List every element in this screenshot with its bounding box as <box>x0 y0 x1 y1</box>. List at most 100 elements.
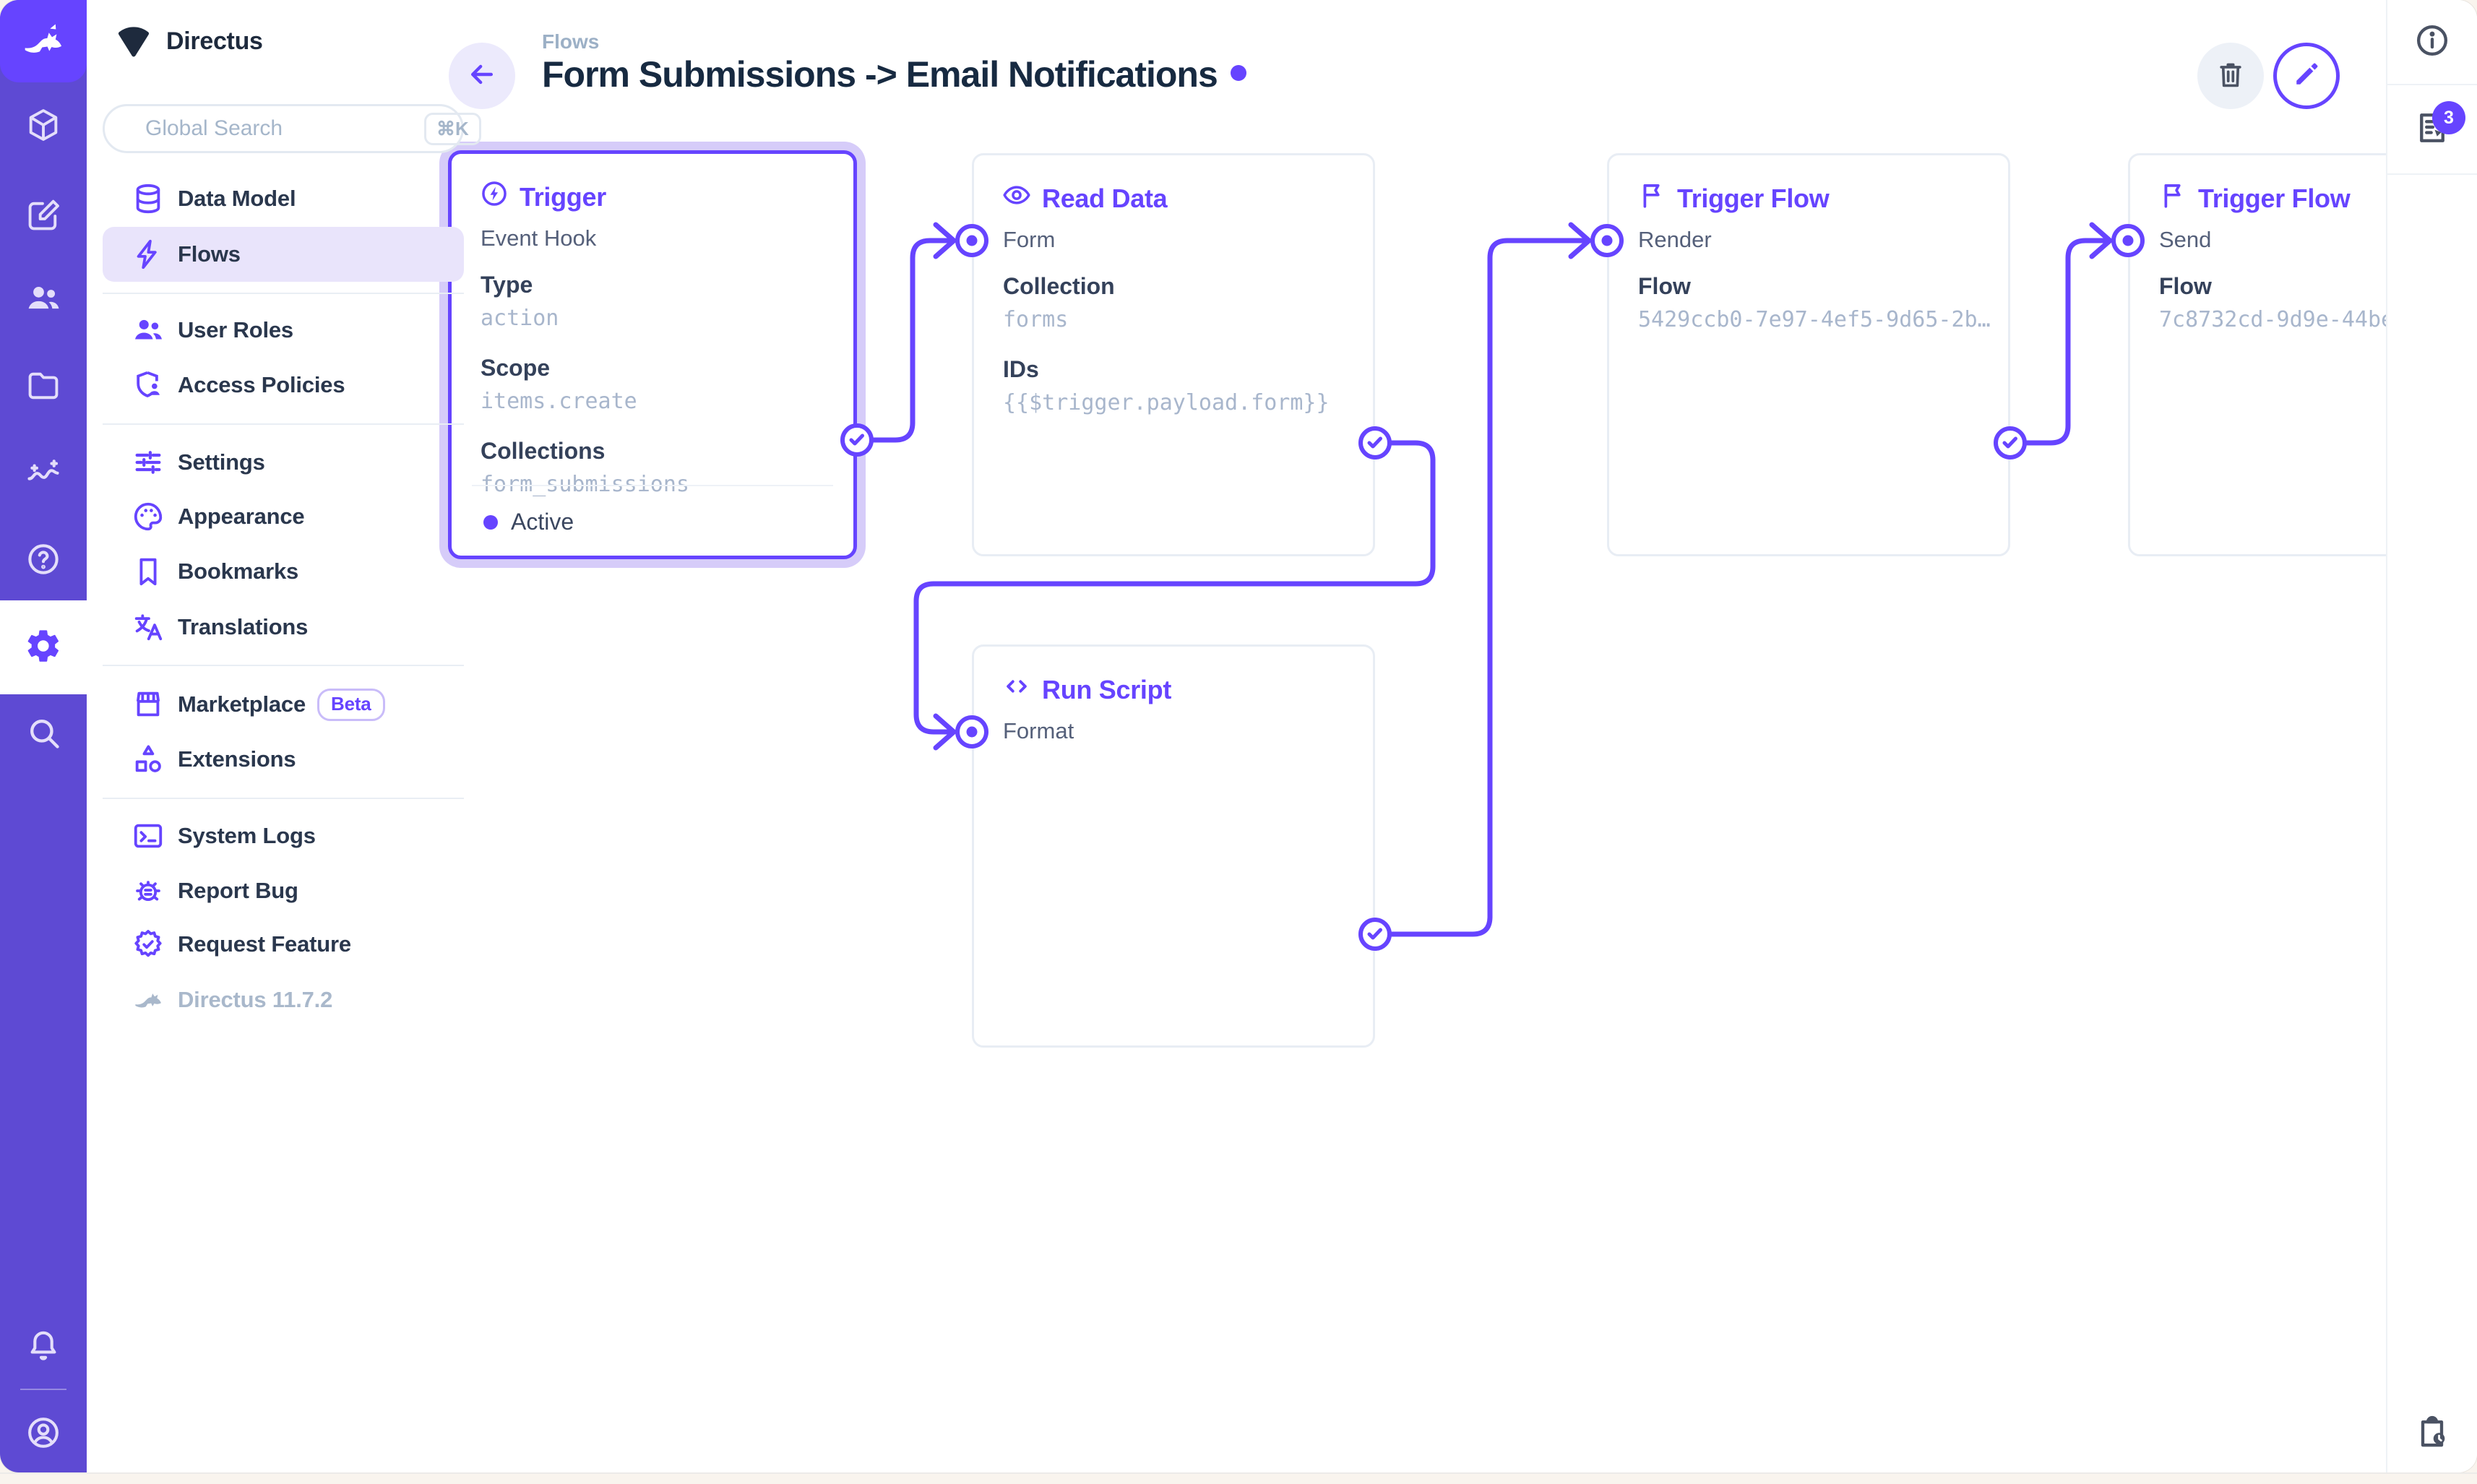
panel-trigger-title: Trigger <box>479 178 606 215</box>
logs-button[interactable]: 3 <box>2387 85 2477 173</box>
breadcrumb[interactable]: Flows <box>542 30 600 53</box>
sidebar-item-data-model[interactable]: Data Model <box>103 171 464 226</box>
user-avatar[interactable] <box>0 1391 87 1472</box>
sidebar-item-bookmarks[interactable]: Bookmarks <box>103 544 464 599</box>
terminal-icon <box>132 819 165 853</box>
account-circle-icon <box>25 1414 62 1455</box>
bolt-circle-icon <box>479 178 509 215</box>
navigation-sidebar: Directus ⌘K Data Model Flows User Roles <box>87 0 481 1472</box>
sidebar-item-access-policies[interactable]: Access Policies <box>103 358 464 413</box>
gear-icon <box>25 627 62 668</box>
module-editor[interactable] <box>0 173 87 260</box>
pending-revisions-button[interactable] <box>2387 1410 2477 1457</box>
operation-key: Format <box>1003 718 1074 743</box>
panel-trigger[interactable]: Trigger Event Hook Type action Scope ite… <box>448 150 857 559</box>
search-shortcut: ⌘K <box>424 112 481 145</box>
directus-rabbit-icon <box>132 983 165 1017</box>
people-icon <box>132 314 165 347</box>
shield-user-icon <box>132 368 165 402</box>
sidebar-item-user-roles[interactable]: User Roles <box>103 303 464 358</box>
module-users[interactable] <box>0 256 87 343</box>
pencil-icon <box>2291 59 2322 94</box>
version-row: Directus 11.7.2 <box>103 972 464 1027</box>
people-icon <box>25 280 62 321</box>
sidebar-item-report-bug[interactable]: Report Bug <box>103 863 464 918</box>
divider <box>472 485 833 486</box>
bookmark-icon <box>132 555 165 588</box>
status-dot <box>483 514 498 530</box>
back-button[interactable] <box>449 43 515 109</box>
panel-read-data-title: Read Data <box>1001 180 1168 217</box>
project-header[interactable]: Directus <box>87 14 394 68</box>
clipboard-clock-icon <box>2413 1413 2451 1454</box>
palette-icon <box>132 500 165 533</box>
operation-key: Render <box>1638 227 1712 252</box>
operation-key: Send <box>2159 227 2212 252</box>
cube-icon <box>25 106 62 147</box>
divider <box>2387 84 2477 85</box>
sidebar-item-extensions[interactable]: Extensions <box>103 732 464 787</box>
module-settings[interactable] <box>0 600 87 694</box>
project-logo-icon <box>113 20 155 62</box>
panel-read-data[interactable]: Read Data Form Collection forms IDs {{$t… <box>972 153 1375 556</box>
module-insights[interactable] <box>0 431 87 518</box>
flag-icon <box>2158 180 2188 217</box>
insights-icon <box>25 454 62 496</box>
seal-check-icon <box>132 928 165 961</box>
edit-flow-button[interactable] <box>2273 43 2340 109</box>
panel-trigger-flow-render[interactable]: Trigger Flow Render Flow 5429ccb0-7e97-4… <box>1607 153 2010 556</box>
panel-trigger-flow-title: Trigger Flow <box>1637 180 1830 217</box>
database-icon <box>132 182 165 215</box>
shapes-icon <box>132 743 165 776</box>
module-help[interactable] <box>0 517 87 604</box>
status-label: Active <box>511 509 574 535</box>
sidebar-item-settings[interactable]: Settings <box>103 435 464 490</box>
search-input[interactable] <box>145 116 424 141</box>
divider <box>103 293 464 294</box>
divider <box>103 798 464 799</box>
panel-run-script-title: Run Script <box>1001 671 1171 708</box>
info-icon <box>2413 22 2451 63</box>
storefront-icon <box>132 688 165 721</box>
delete-flow-button[interactable] <box>2197 43 2264 109</box>
search-icon <box>25 714 62 755</box>
divider <box>2387 173 2477 175</box>
sidebar-item-appearance[interactable]: Appearance <box>103 489 464 544</box>
module-search[interactable] <box>0 691 87 777</box>
project-name: Directus <box>166 27 263 55</box>
sidebar-item-translations[interactable]: Translations <box>103 600 464 655</box>
folder-icon <box>25 367 62 408</box>
translate-icon <box>132 611 165 644</box>
desktop-background-strip <box>0 1472 2477 1484</box>
directus-logo[interactable] <box>0 0 87 82</box>
edit-square-icon <box>25 197 62 238</box>
trash-icon <box>2215 59 2246 94</box>
sidebar-item-marketplace[interactable]: Marketplace Beta <box>103 677 464 732</box>
operation-key: Form <box>1003 227 1056 252</box>
module-files[interactable] <box>0 344 87 431</box>
info-button[interactable] <box>2387 0 2477 84</box>
bolt-icon <box>132 238 165 271</box>
global-search[interactable]: ⌘K <box>103 104 481 153</box>
divider <box>103 423 464 425</box>
beta-badge: Beta <box>317 688 385 721</box>
logs-count-badge: 3 <box>2432 101 2465 134</box>
module-rail <box>0 0 87 1472</box>
right-sidebar: 3 <box>2386 0 2477 1472</box>
bug-icon <box>132 874 165 907</box>
unsaved-dot <box>1230 65 1246 81</box>
module-content[interactable] <box>0 83 87 170</box>
bell-icon <box>25 1327 62 1368</box>
sidebar-item-system-logs[interactable]: System Logs <box>103 808 464 863</box>
page-title: Form Submissions -> Email Notifications <box>542 53 1246 95</box>
sidebar-item-request-feature[interactable]: Request Feature <box>103 917 464 972</box>
sidebar-item-flows[interactable]: Flows <box>103 227 464 282</box>
help-icon <box>25 540 62 582</box>
flag-icon <box>1637 180 1667 217</box>
version-label: Directus 11.7.2 <box>178 987 333 1012</box>
trigger-type-name: Event Hook <box>481 225 597 251</box>
notifications-button[interactable] <box>0 1304 87 1391</box>
panel-trigger-flow-title: Trigger Flow <box>2158 180 2351 217</box>
panel-run-script[interactable]: Run Script Format <box>972 644 1375 1048</box>
divider <box>103 665 464 666</box>
